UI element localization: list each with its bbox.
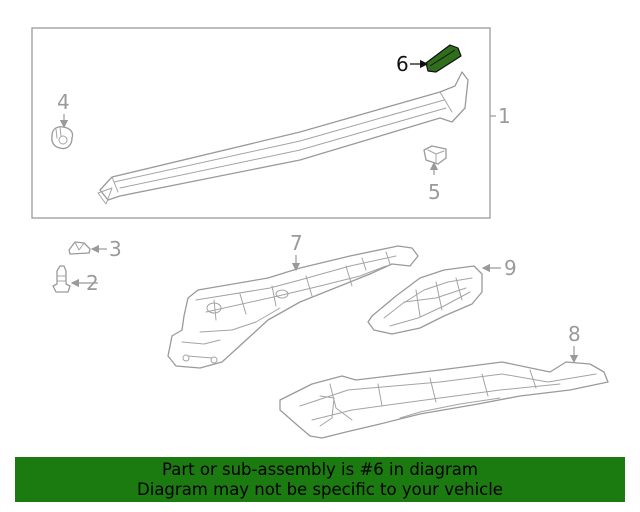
callout-7: 7 — [290, 231, 303, 255]
callout-2: 2 — [86, 271, 99, 295]
banner-line-part: Part or sub-assembly is #6 in diagram — [162, 460, 478, 479]
callout-9: 9 — [504, 256, 517, 280]
callout-4: 4 — [57, 90, 70, 114]
nut-part-3[interactable] — [68, 241, 91, 255]
lower-panel-part-8[interactable] — [279, 361, 609, 439]
callout-6: 6 — [396, 52, 409, 76]
side-panel-part-7[interactable] — [167, 245, 419, 369]
retainer-part-5[interactable] — [423, 145, 447, 165]
callout-3: 3 — [109, 237, 122, 261]
rocker-molding-part-1[interactable] — [97, 71, 469, 205]
assembly-frame — [31, 27, 491, 219]
callout-5: 5 — [428, 180, 441, 204]
bracket-part-9[interactable] — [367, 265, 483, 335]
molding-end-part-6[interactable] — [425, 44, 462, 73]
info-banner: Part or sub-assembly is #6 in diagram Di… — [15, 457, 625, 502]
push-pin-part-2[interactable] — [52, 265, 71, 293]
clip-part-4[interactable] — [51, 126, 74, 150]
callout-8: 8 — [568, 322, 581, 346]
banner-line-disclaimer: Diagram may not be specific to your vehi… — [137, 480, 503, 499]
callout-1: 1 — [498, 104, 511, 128]
